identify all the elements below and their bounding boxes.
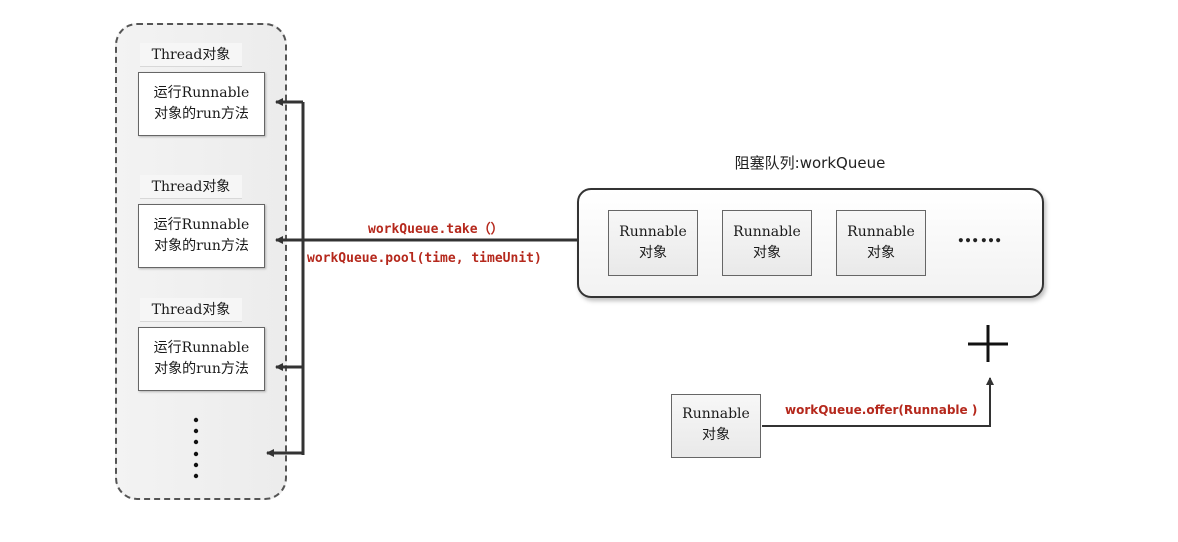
queue-item-line-1: Runnable — [847, 224, 915, 240]
new-item-line-1: Runnable — [682, 406, 750, 422]
plus-icon — [968, 325, 1008, 362]
queue-item: Runnable 对象 — [608, 210, 698, 276]
take-label: workQueue.take（） — [368, 222, 504, 237]
queue-item-line-1: Runnable — [733, 224, 801, 240]
thread-task-box: 运行Runnable 对象的run方法 — [138, 327, 265, 391]
poll-label: workQueue.pool(time, timeUnit) — [307, 251, 542, 266]
thread-title: Thread对象 — [140, 298, 242, 322]
queue-item-line-1: Runnable — [619, 224, 687, 240]
queue-item-line-2: 对象 — [753, 245, 781, 261]
thread-title: Thread对象 — [140, 43, 242, 67]
offer-arrow — [762, 377, 994, 427]
thread-task-box: 运行Runnable 对象的run方法 — [138, 204, 265, 268]
offer-label: workQueue.offer(Runnable ) — [785, 403, 978, 417]
queue-item: Runnable 对象 — [722, 210, 812, 276]
queue-title: 阻塞队列:workQueue — [734, 154, 886, 172]
task-line-1: 运行Runnable — [153, 217, 250, 233]
thread-task-box: 运行Runnable 对象的run方法 — [138, 72, 265, 136]
task-line-2: 对象的run方法 — [154, 238, 249, 254]
task-line-2: 对象的run方法 — [154, 106, 249, 122]
queue-item-line-2: 对象 — [867, 245, 895, 261]
queue-ellipsis: …… — [957, 222, 1003, 248]
task-line-1: 运行Runnable — [153, 340, 250, 356]
new-item-line-2: 对象 — [702, 427, 730, 443]
task-line-1: 运行Runnable — [153, 85, 250, 101]
task-line-2: 对象的run方法 — [154, 361, 249, 377]
queue-item: Runnable 对象 — [836, 210, 926, 276]
queue-item-line-2: 对象 — [639, 245, 667, 261]
thread-title: Thread对象 — [140, 175, 242, 199]
new-runnable-item: Runnable 对象 — [671, 394, 761, 458]
more-threads-indicator — [193, 417, 199, 479]
